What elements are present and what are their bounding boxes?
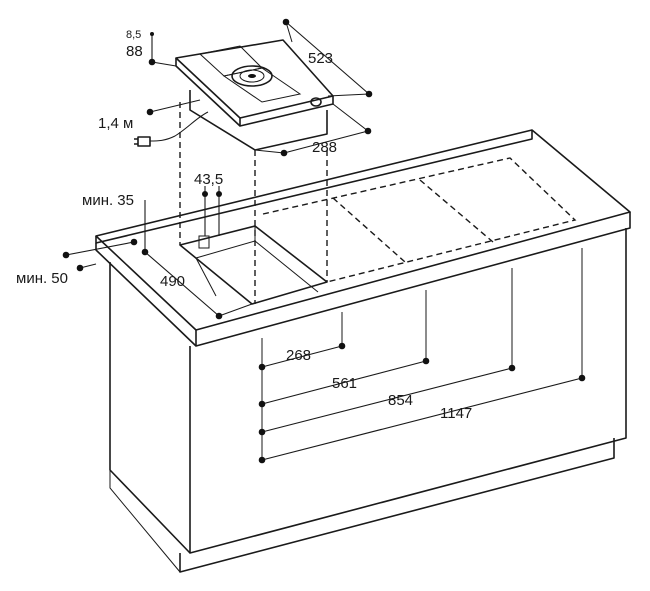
dimension-labels: 8,5 88 523 1,4 м 288 43,5 мин. 35 мин. 5…: [16, 29, 472, 422]
worktop-front-edge: [195, 212, 631, 347]
dim-561-end-dot: [422, 357, 430, 365]
plinth-side: [109, 470, 181, 573]
dim-854-end-dot: [508, 364, 516, 372]
dim-268-start-dot: [258, 363, 266, 371]
label-cutout-depth: 490: [160, 273, 185, 290]
dim-561-line: [261, 360, 427, 405]
dim-min50-dot-b: [76, 264, 84, 272]
burner-outer-icon: [231, 65, 273, 87]
worktop-backsplash: [95, 130, 533, 244]
cabinet: [95, 129, 631, 573]
module-placeholders: [179, 102, 577, 304]
plug-icon: [134, 136, 151, 147]
connection-box: [198, 235, 210, 249]
dim-288-end-dot: [364, 127, 372, 135]
label-pos-3: 854: [388, 392, 413, 409]
power-cable: [149, 111, 209, 142]
label-pos-1: 268: [286, 347, 311, 364]
dim-8-5-dot: [150, 32, 154, 36]
module-divider-2: [419, 179, 494, 243]
dim-1147-start-dot: [258, 456, 266, 464]
label-width: 288: [312, 139, 337, 156]
dim-561-start-dot: [258, 400, 266, 408]
hob-left-face: [175, 58, 241, 127]
dimension-lines: [62, 18, 586, 464]
label-depth: 523: [308, 50, 333, 67]
dim-268-end-dot: [338, 342, 346, 350]
hob-front-face: [239, 96, 334, 127]
pan-support-left: [198, 45, 264, 77]
cabinet-front-face: [189, 228, 627, 554]
burner-inner-icon: [239, 69, 265, 83]
label-height: 88: [126, 43, 143, 60]
label-pos-4: 1147: [440, 405, 472, 422]
cutout: [179, 225, 328, 305]
cutout-wall: [254, 226, 319, 293]
dim-88-dot: [148, 58, 156, 66]
label-min-front: мин. 50: [16, 270, 68, 287]
cutout-inner-back: [195, 240, 256, 259]
burner-cap-icon: [248, 74, 256, 78]
dim-490-extension: [218, 303, 253, 317]
dim-min50-dot-c: [130, 238, 138, 246]
cutout-inner-left: [195, 257, 217, 297]
label-min-back: мин. 35: [82, 192, 134, 209]
dim-43-5-dot-b: [216, 191, 222, 197]
label-overlap: 43,5: [194, 171, 223, 188]
dim-min50-line-a: [65, 241, 135, 256]
worktop-left-edge: [95, 243, 197, 347]
control-knob-icon: [310, 97, 322, 107]
dim-288-line: [283, 130, 369, 154]
cabinet-plinth: [179, 438, 615, 573]
cabinet-left-side: [109, 262, 191, 554]
dim-490-end-dot: [215, 312, 223, 320]
gas-hob-unit: [134, 39, 334, 151]
dim-854-start-dot: [258, 428, 266, 436]
dim-523-line: [285, 21, 370, 95]
label-cable-length: 1,4 м: [98, 115, 133, 132]
dim-490-line: [144, 251, 220, 317]
dim-1147-line: [261, 377, 583, 461]
dim-523-extension: [285, 21, 370, 97]
dim-523-start-dot: [282, 18, 290, 26]
dim-88-extension: [151, 61, 177, 67]
pan-support-right: [222, 67, 302, 103]
dim-268-line: [261, 345, 343, 368]
label-pos-2: 561: [332, 375, 357, 392]
module-outline-row-back: [262, 157, 577, 283]
dim-854-line: [261, 367, 513, 433]
label-height-small: 8,5: [126, 29, 141, 41]
dim-1147-end-dot: [578, 374, 586, 382]
dim-43-5-dot-a: [202, 191, 208, 197]
dim-cable-dot: [146, 108, 154, 116]
module-divider-1: [332, 197, 406, 263]
dim-523-end-dot: [365, 90, 373, 98]
dim-288-start-dot: [280, 149, 288, 157]
cutout-opening: [179, 225, 328, 305]
dim-cable-line: [149, 99, 201, 113]
dim-288-extension: [254, 103, 369, 154]
dim-min50-dot-a: [62, 251, 70, 259]
